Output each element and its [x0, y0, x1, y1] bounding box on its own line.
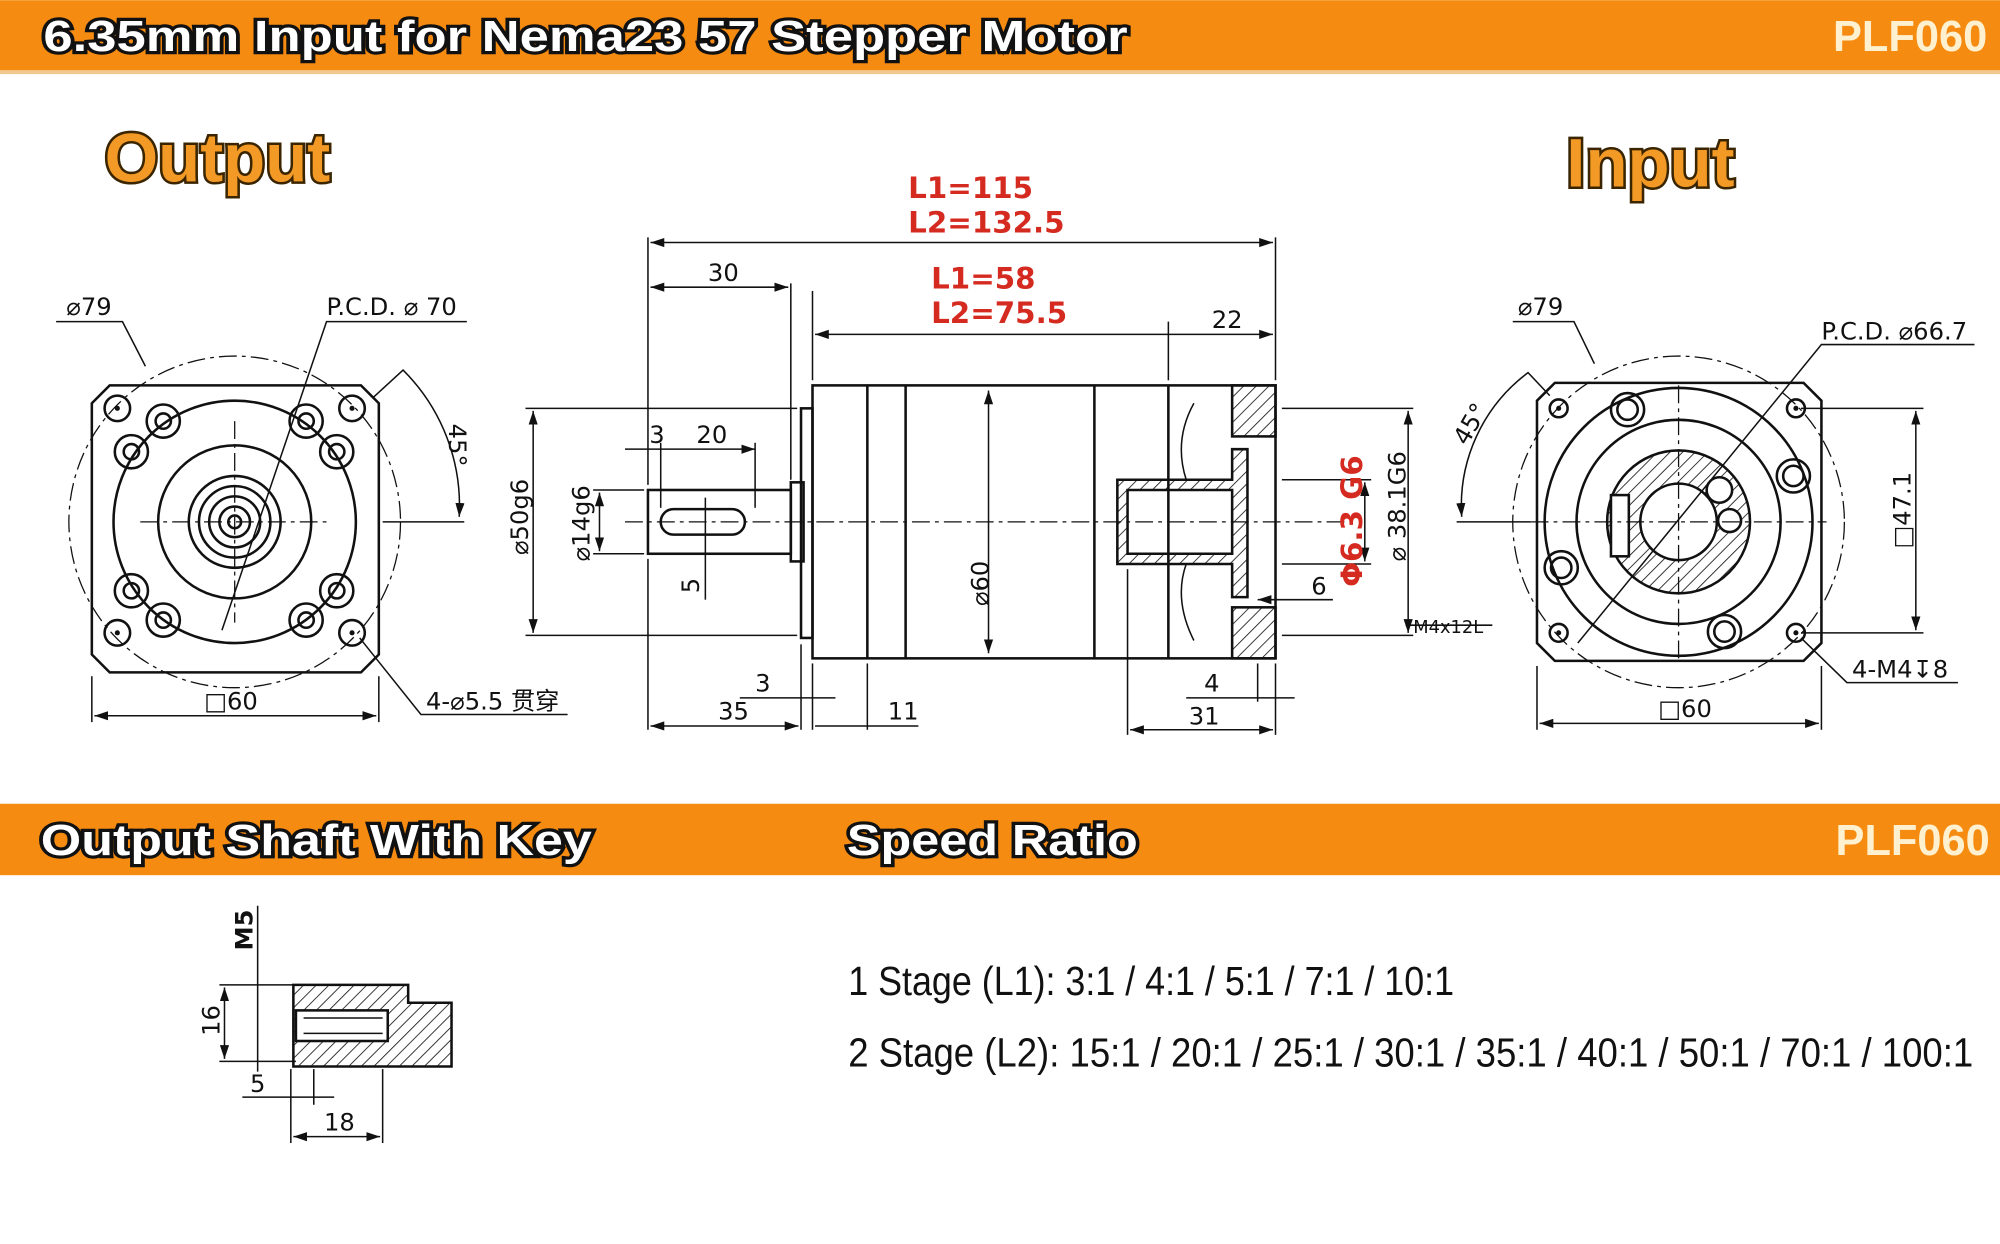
total-length-l2: L2=132.5: [908, 205, 1064, 239]
total-length-l1: L1=115: [908, 171, 1033, 205]
pilot-dia-label: ⌀50g6: [506, 479, 534, 555]
input-square-label: □60: [1658, 695, 1712, 723]
body-length-l1: L1=58: [931, 261, 1035, 295]
key-offset-label: 3: [649, 421, 664, 449]
screw-label: M4x12L: [1413, 617, 1483, 638]
speed-ratio-list: 1 Stage (L1): 3:1 / 4:1 / 5:1 / 7:1 / 10…: [848, 958, 1973, 1075]
output-pcd-label: P.C.D. ⌀ 70: [327, 293, 457, 321]
flange-dim-label: 3: [755, 670, 770, 698]
dim-6-label: 6: [1311, 573, 1326, 601]
thread-label: M5: [231, 909, 259, 950]
input-end-view: ⌀79 P.C.D. ⌀66.7 45° □47.1 4-M4↧8 □60: [1448, 293, 1975, 730]
input-square-side-label: □47.1: [1889, 472, 1917, 549]
dim-4-label: 4: [1204, 670, 1219, 698]
dim-16-label: 16: [197, 1005, 225, 1036]
dim-5-label: 5: [250, 1070, 265, 1098]
input-angle-label: 45°: [1448, 398, 1494, 449]
mounting-holes: [103, 394, 367, 647]
input-bore-label: Φ6.3 G6: [1335, 455, 1369, 587]
output-label: Output: [105, 119, 331, 196]
header-model: PLF060: [1833, 13, 1987, 61]
input-dia79-label: ⌀79: [1518, 293, 1563, 321]
ratio-section-title: Speed Ratio: [847, 817, 1138, 865]
input-label: Input: [1566, 124, 1734, 201]
output-angle-label: 45°: [443, 424, 471, 467]
side-section-view: ⌀60 L1=115 L2=132.5 30 L1=58 L2=75.5 22 …: [506, 171, 1493, 735]
output-dia79-label: ⌀79: [66, 293, 111, 321]
input-holes-label: 4-M4↧8: [1852, 655, 1948, 683]
key-width-label: 5: [677, 578, 705, 593]
dim-35-label: 35: [718, 698, 749, 726]
shaft-length-label: 30: [708, 259, 739, 287]
header-title: 6.35mm Input for Nema23 57 Stepper Motor: [43, 13, 1127, 61]
section-model: PLF060: [1836, 817, 1990, 865]
section-bar: Output Shaft With Key Speed Ratio PLF060: [0, 803, 2000, 876]
key-length-label: 20: [696, 421, 727, 449]
bolt-holes: [113, 403, 355, 638]
header-bar: 6.35mm Input for Nema23 57 Stepper Motor…: [0, 0, 2000, 75]
dim-18-label: 18: [324, 1108, 355, 1136]
body-dia-label: ⌀60: [967, 561, 995, 606]
input-pcd-label: P.C.D. ⌀66.7: [1821, 317, 1967, 345]
shaft-key-detail: M5 16 5 18: [197, 905, 453, 1144]
output-holes-label: 4-⌀5.5 贯穿: [426, 687, 559, 715]
output-square-label: □60: [204, 687, 258, 715]
dim-31-label: 31: [1189, 703, 1220, 731]
shaft-dia-label: ⌀14g6: [567, 485, 595, 561]
body-length-l2: L2=75.5: [931, 296, 1067, 330]
dim-11-label: 11: [888, 698, 919, 726]
dim-22-label: 22: [1212, 306, 1243, 334]
shaft-section-title: Output Shaft With Key: [41, 817, 592, 865]
input-pilot-label: ⌀ 38.1G6: [1384, 451, 1412, 561]
ratio-stage-2: 2 Stage (L2): 15:1 / 20:1 / 25:1 / 30:1 …: [848, 1030, 1973, 1076]
output-end-view: ⌀79 P.C.D. ⌀ 70 45° □60 4-⌀5.5 贯穿: [56, 293, 568, 723]
ratio-stage-1: 1 Stage (L1): 3:1 / 4:1 / 5:1 / 7:1 / 10…: [848, 958, 1454, 1004]
